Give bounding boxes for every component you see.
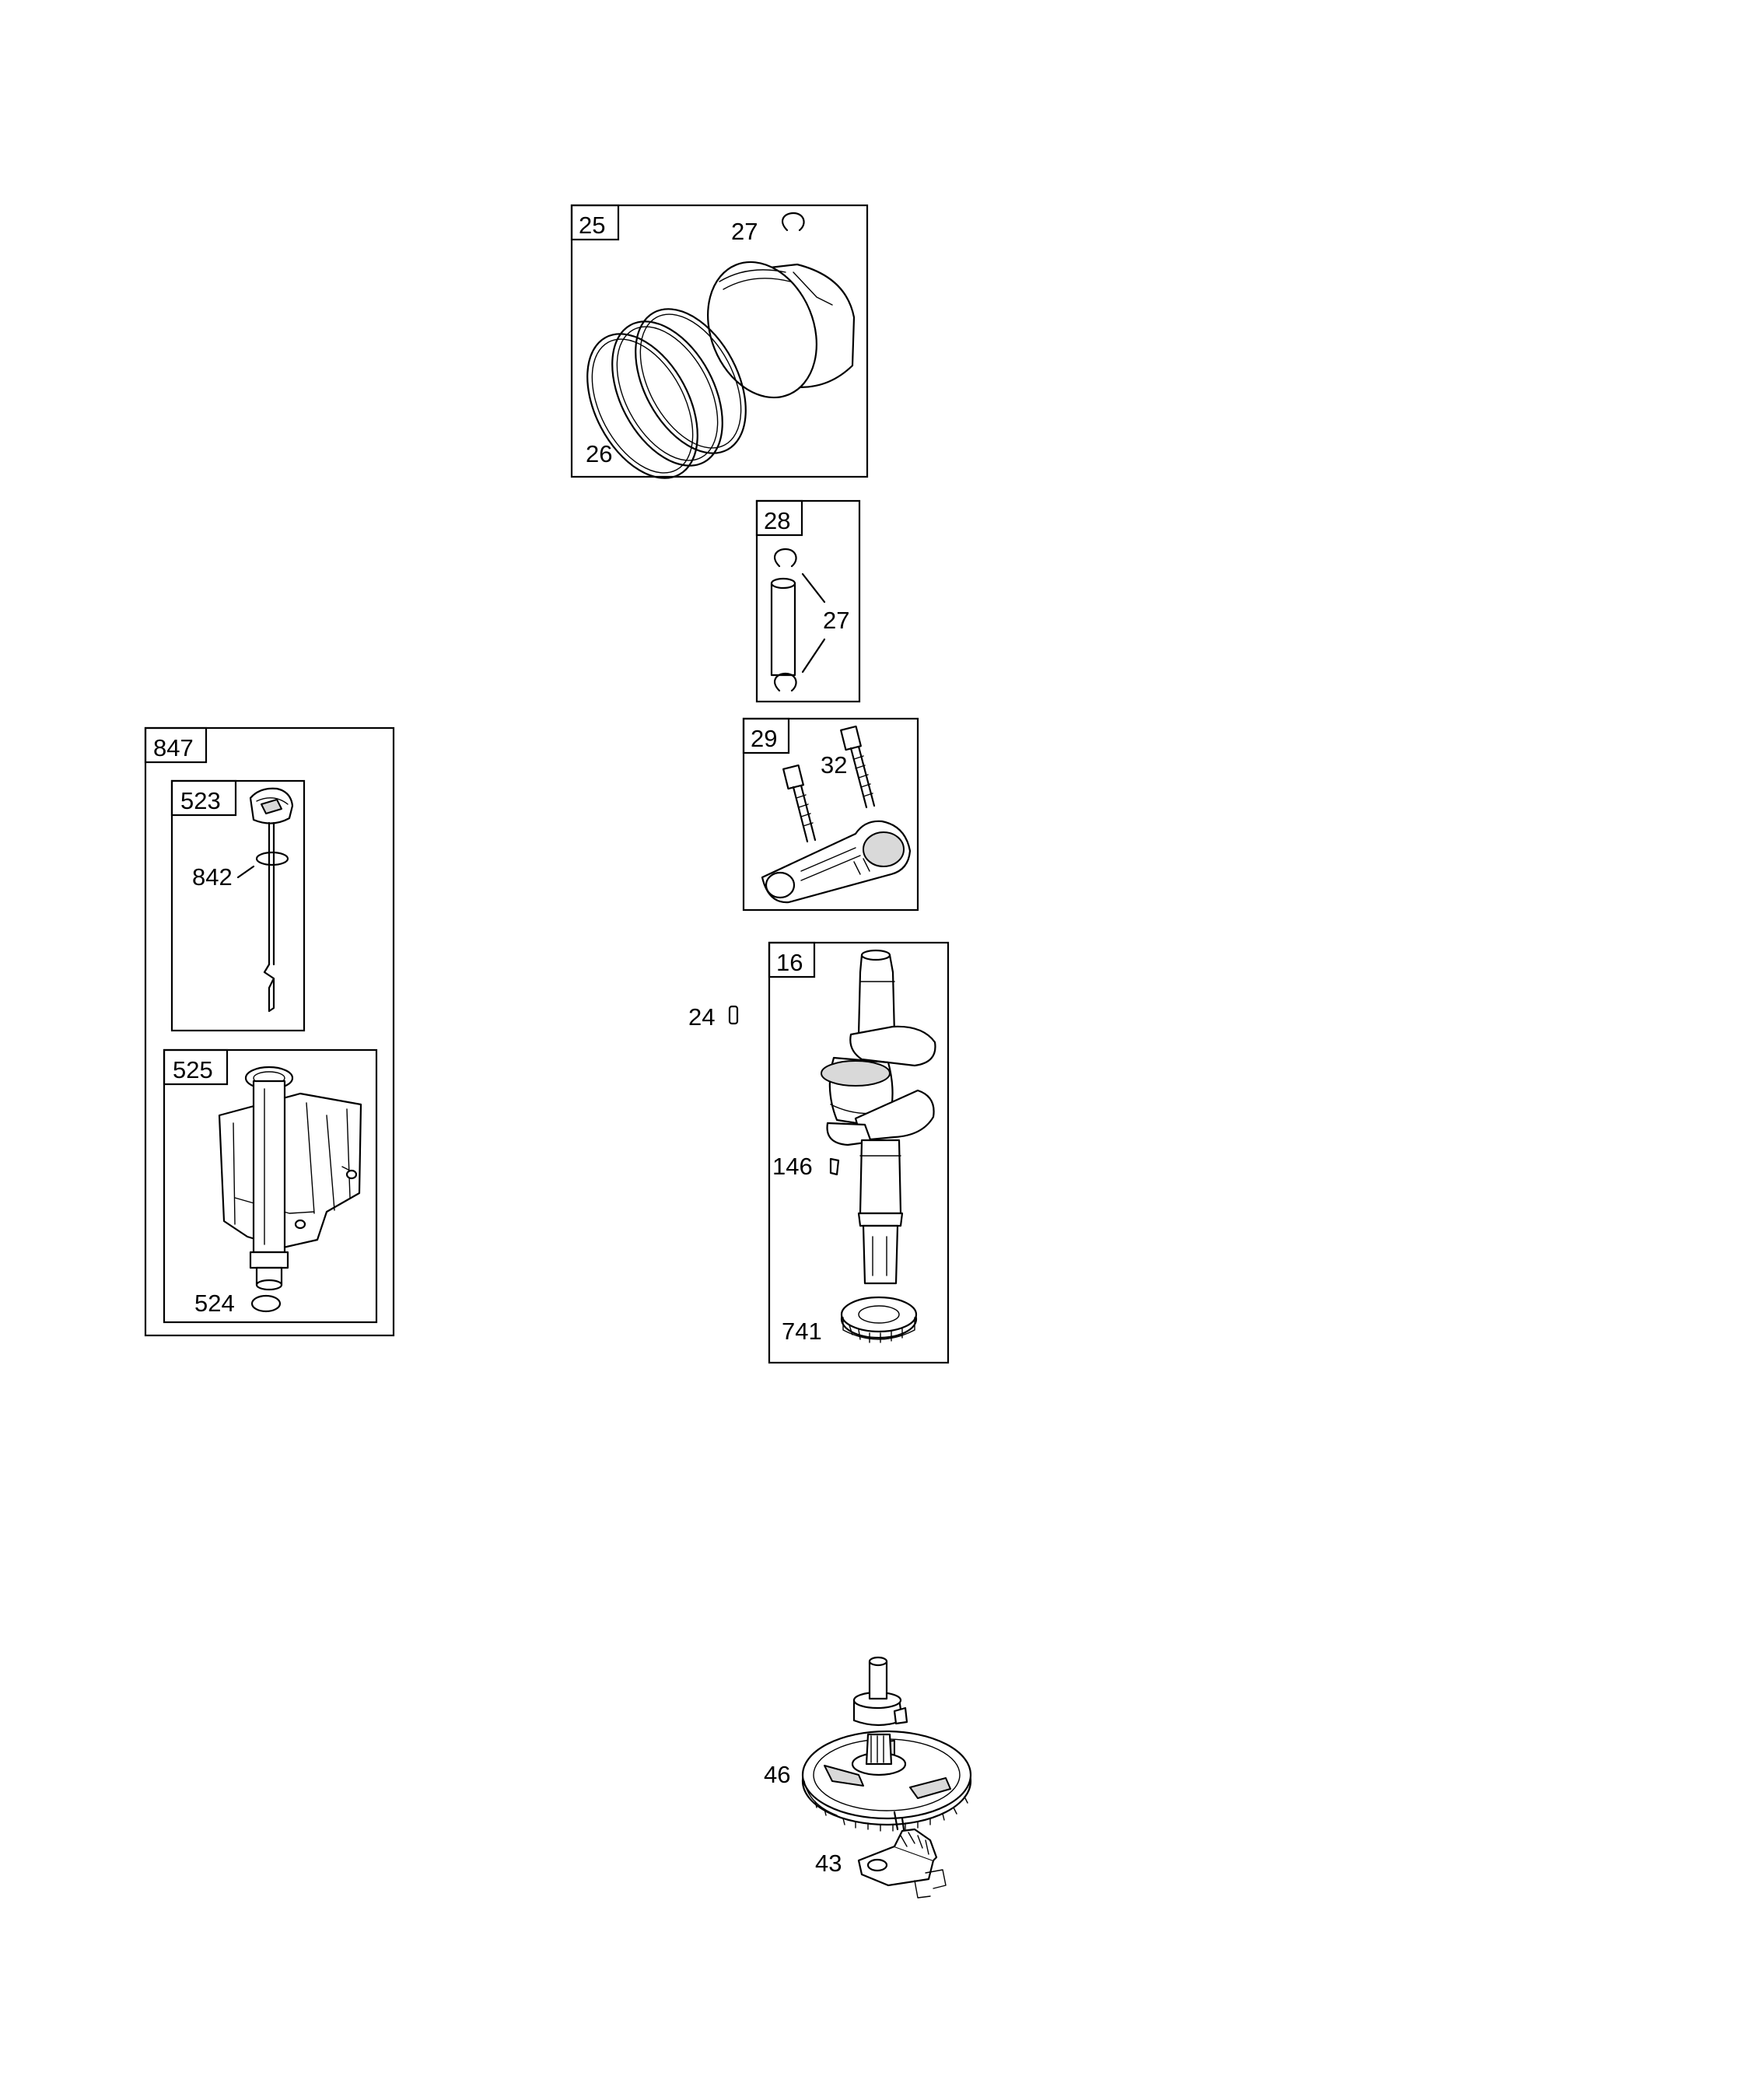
crank-key-icon <box>829 1157 840 1176</box>
piston-clip-icon <box>782 212 805 232</box>
governor-link-label: 43 <box>815 1850 842 1877</box>
key-icon <box>728 1005 739 1025</box>
crankshaft-icon <box>821 949 936 1285</box>
dipstick-icon <box>249 787 294 1013</box>
dipstick-tube-kit-group: 847 523 842 525 <box>144 726 395 1337</box>
crankshaft-group: 16 24 146 741 <box>688 941 950 1364</box>
piston-pin-kit-frame <box>755 499 861 703</box>
dipstick-tube-icon <box>218 1066 362 1291</box>
camshaft-group: 46 <box>764 1656 972 1832</box>
piston-clip-label: 27 <box>731 218 758 245</box>
dipstick-seal-label: 842 <box>192 863 233 891</box>
connecting-rod-frame <box>742 717 919 912</box>
pin-kit-clip-label: 27 <box>823 607 849 634</box>
governor-link-group: 43 <box>815 1811 947 1899</box>
crank-gear-icon <box>840 1296 918 1343</box>
crankshaft-frame <box>768 941 950 1364</box>
tube-o-ring-label: 524 <box>194 1290 235 1317</box>
crankshaft-label: 16 <box>776 949 803 976</box>
rod-bolt-icon-2 <box>782 764 817 843</box>
camshaft-label: 46 <box>764 1761 790 1788</box>
piston-assembly-group: 25 27 26 <box>570 204 869 479</box>
connecting-rod-group: 29 32 <box>742 717 919 912</box>
piston-pin-icon <box>770 577 796 677</box>
dipstick-tube-kit-label-box <box>144 726 208 764</box>
connecting-rod-icon <box>761 820 912 904</box>
dipstick-tube-kit-label: 847 <box>153 734 194 761</box>
dipstick-label: 523 <box>180 787 221 814</box>
pin-clip-leader-top <box>801 572 826 604</box>
rod-bolt-icon <box>840 725 876 809</box>
piston-pin-kit-label: 28 <box>764 507 790 534</box>
pin-clip-top-icon <box>774 548 797 568</box>
crank-key-label: 146 <box>772 1153 813 1180</box>
piston-assembly-frame <box>570 204 869 478</box>
piston-assembly-label-box <box>570 204 620 241</box>
piston-pin-kit-group: 28 27 <box>755 499 861 703</box>
pin-clip-leader-bottom <box>801 638 826 674</box>
pin-clip-bottom-icon <box>774 672 797 692</box>
tube-o-ring-icon <box>250 1294 282 1313</box>
dipstick-label-box <box>170 779 237 817</box>
connecting-rod-label: 29 <box>751 725 777 752</box>
dipstick-tube-frame <box>163 1048 378 1324</box>
connecting-rod-label-box <box>742 717 790 754</box>
rod-bolts-label: 32 <box>821 751 847 779</box>
crankshaft-label-box <box>768 941 816 978</box>
dipstick-tube-kit-frame <box>144 726 395 1337</box>
key-label: 24 <box>688 1003 715 1031</box>
camshaft-icon <box>801 1656 972 1832</box>
piston-pin-kit-label-box <box>755 499 803 537</box>
dipstick-tube-label-box <box>163 1048 229 1086</box>
governor-link-icon <box>857 1811 947 1899</box>
dipstick-tube-label: 525 <box>173 1056 213 1083</box>
piston-assembly-label: 25 <box>579 212 605 239</box>
piston-icon <box>707 261 856 399</box>
crank-gear-label: 741 <box>782 1318 822 1345</box>
piston-rings-icon <box>586 308 747 479</box>
dipstick-seal-icon <box>255 851 289 866</box>
dipstick-seal-leader <box>236 865 255 879</box>
dipstick-frame <box>170 779 306 1032</box>
piston-rings-label: 26 <box>586 440 612 467</box>
